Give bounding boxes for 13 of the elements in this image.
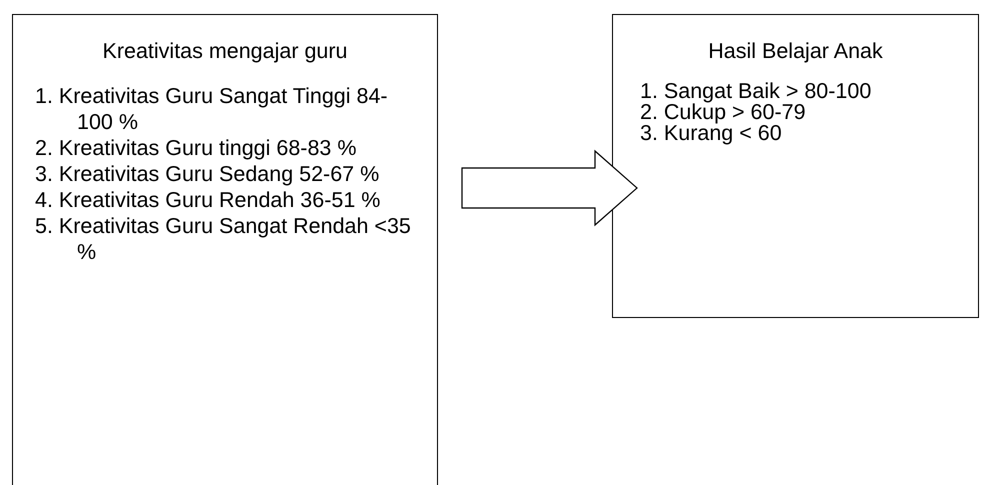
list-item: 1. Sangat Baik > 80-100 [639,81,872,102]
list-item: 2. Cukup > 60-79 [639,102,807,124]
list-item: 2. Kreativitas Guru tinggi 68-83 % [34,135,358,162]
list-item: 4. Kreativitas Guru Rendah 36-51 % [34,187,382,214]
list-item: 5. Kreativitas Guru Sangat Rendah <35 % [34,213,412,266]
box-heading: Kreativitas mengajar guru [102,39,348,63]
text-box [12,14,438,485]
list-item: 1. Kreativitas Guru Sangat Tinggi 84-100 % [34,83,389,136]
list-item: 3. Kreativitas Guru Sedang 52-67 % [34,161,380,188]
block-arrow [461,150,638,226]
list-item: 3. Kurang < 60 [639,123,783,144]
text-box [612,14,979,318]
box-heading: Hasil Belajar Anak [708,39,883,63]
